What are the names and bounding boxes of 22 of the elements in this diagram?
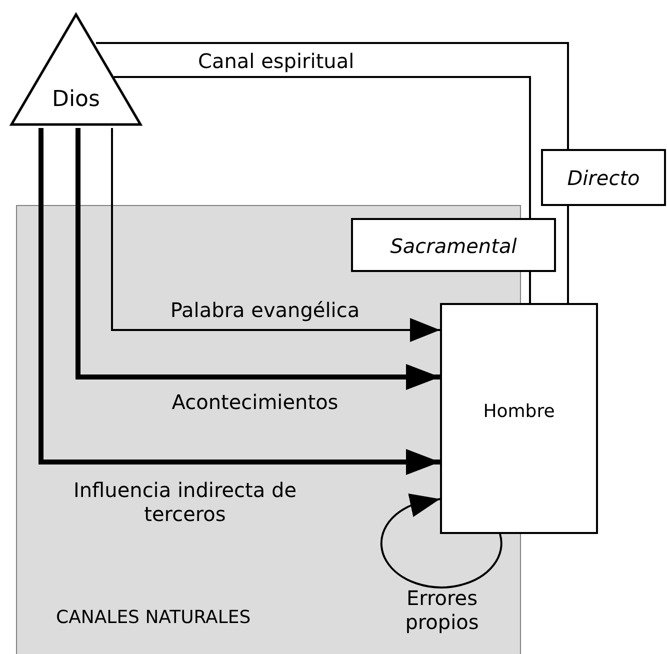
edge-label: Acontecimientos	[170, 390, 340, 414]
deity-triangle	[10, 13, 142, 126]
node-label: Dios	[51, 87, 101, 112]
node-label: Sacramental	[389, 234, 518, 258]
arrow	[76, 128, 440, 390]
arrow	[380, 494, 502, 588]
region-caption: CANALES NATURALES	[56, 607, 251, 628]
channel-box	[541, 149, 666, 206]
edge-label: Influencia indirecta de terceros	[72, 478, 298, 526]
person-box	[440, 303, 598, 534]
channel-box	[351, 218, 556, 272]
connector-line	[529, 272, 531, 303]
node-label: Hombre	[482, 401, 556, 422]
channel-caption: Canal espiritual	[198, 49, 354, 73]
connector-line	[96, 42, 569, 149]
edge-label: Errores propios	[404, 586, 480, 634]
node-label: Directo	[566, 166, 641, 190]
connector-line	[567, 206, 569, 303]
connector-line	[114, 76, 531, 218]
arrow	[38, 128, 440, 475]
edge-label: Palabra evangélica	[169, 298, 361, 322]
arrow	[111, 128, 440, 342]
